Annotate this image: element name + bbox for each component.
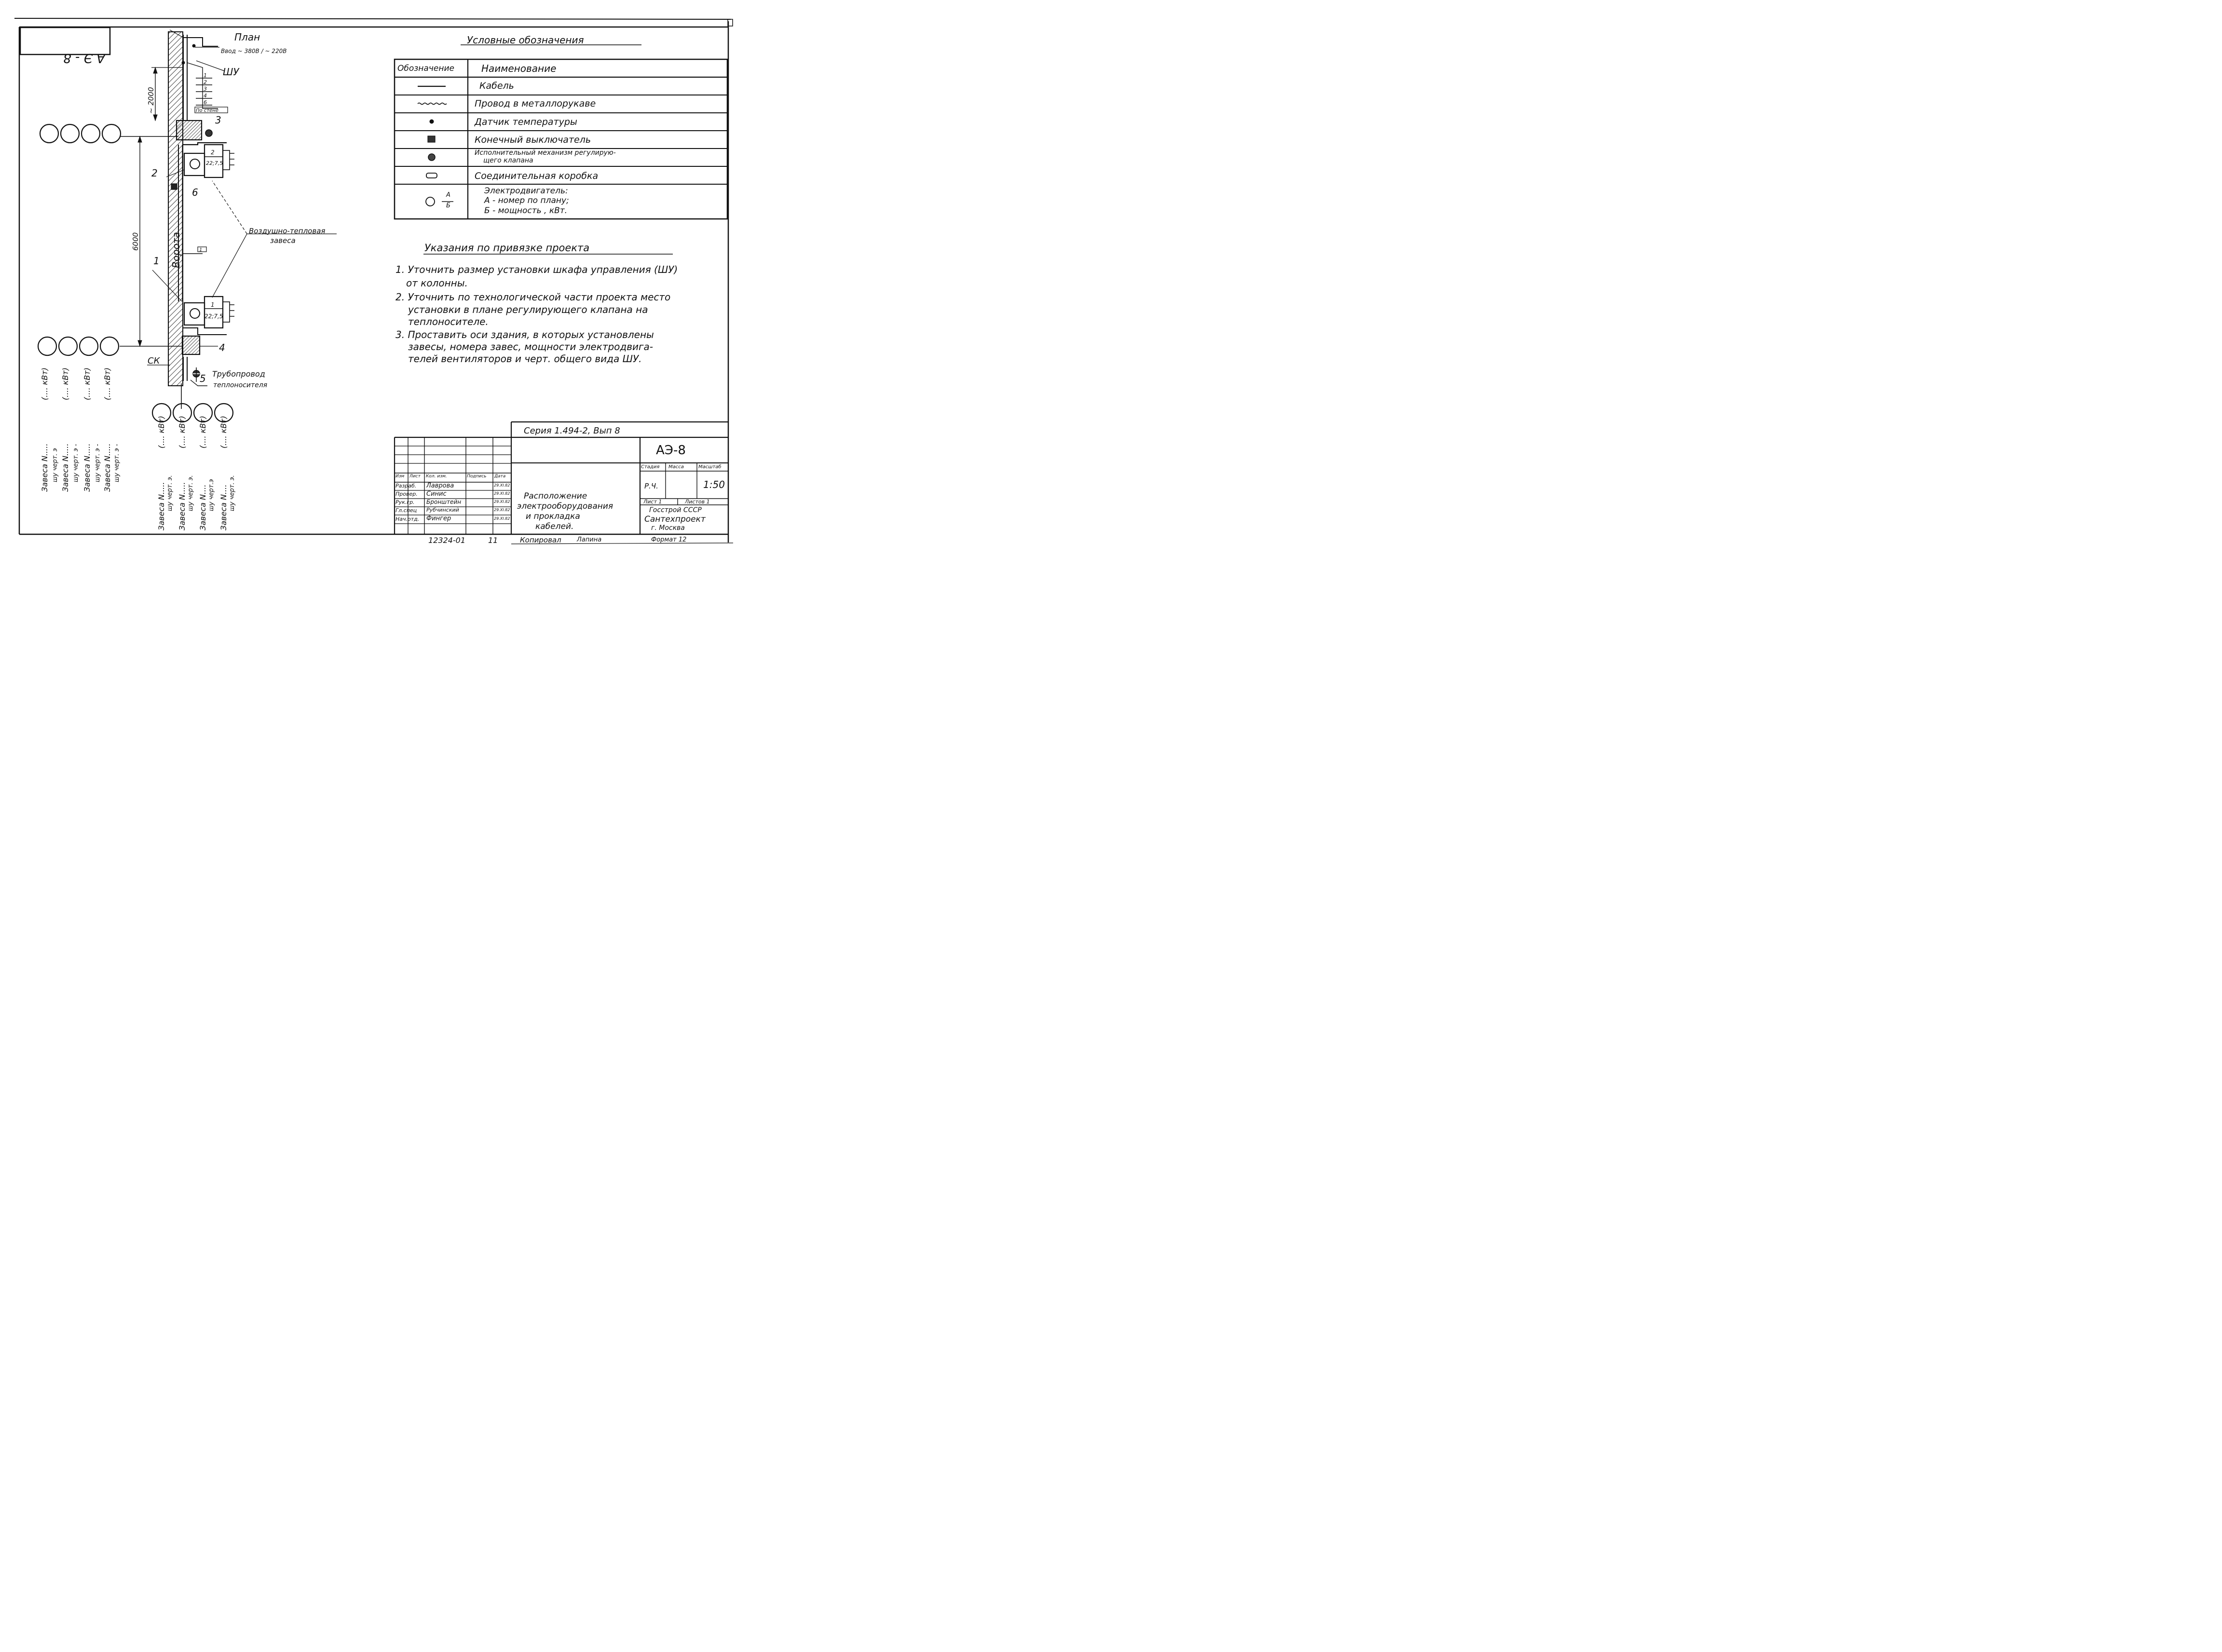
svg-text:6: 6 — [204, 99, 207, 106]
svg-text:22;7,5: 22;7,5 — [206, 160, 223, 166]
svg-text:шу черт. э -: шу черт. э - — [72, 444, 80, 482]
temperature-sensor-icon — [429, 119, 434, 124]
svg-text:шу черт. э.: шу черт. э. — [187, 475, 194, 511]
svg-text:Завеса N.....: Завеса N..... — [40, 444, 49, 492]
svg-text:Завеса N.....: Завеса N..... — [177, 482, 187, 530]
svg-text:шу черт. э.: шу черт. э. — [166, 475, 174, 511]
svg-text:шу черт. э -: шу черт. э - — [94, 444, 101, 482]
svg-text:шу черт. э.: шу черт. э. — [229, 475, 236, 511]
legend-title: Условные обозначения — [467, 34, 584, 46]
actuator-icon — [428, 153, 436, 161]
motor-frac-bottom: Б — [446, 202, 450, 209]
legend-table-grid — [394, 44, 728, 220]
svg-text:1: 1 — [204, 72, 207, 79]
bottom-motor-labels: Завеса N..... шу черт. э. (.... кВт) Зав… — [157, 416, 236, 530]
legend-symbols — [417, 85, 453, 206]
input-label: Ввод ~ 380В / ~ 220В — [221, 48, 286, 54]
drawing-code: АЭ-8 — [656, 443, 686, 458]
svg-text:2: 2 — [204, 79, 207, 85]
bottom-motors — [151, 403, 234, 423]
stamp-text: А Э - 8 — [63, 51, 106, 65]
left-motor-labels: Завеса N..... шу черт. э (.... кВт) Заве… — [40, 367, 121, 492]
dim-6000: 6000 — [131, 232, 140, 251]
curtain-label: Воздушно-тепловая — [249, 227, 325, 235]
plan-title: План — [234, 31, 260, 43]
svg-text:Завеса N....: Завеса N.... — [198, 485, 207, 530]
svg-text:Завеса N.....: Завеса N..... — [82, 444, 92, 492]
svg-text:(.... кВт): (.... кВт) — [103, 367, 112, 400]
drawing-name-1: Расположение — [524, 491, 587, 501]
junction-box-icon — [426, 173, 437, 178]
legend-row-actuator: Исполнительный механизм регулирую- — [475, 149, 616, 157]
svg-text:Завеса N.....: Завеса N..... — [103, 444, 112, 492]
legend-row-switch: Конечный выключатель — [475, 135, 591, 145]
callout-1: 1 — [153, 255, 160, 267]
plan-drawing — [120, 29, 337, 409]
sheet-frame — [14, 18, 734, 544]
svg-text:(.... кВт): (.... кВт) — [219, 416, 228, 448]
callout-5: 5 — [200, 373, 206, 384]
svg-text:1: 1 — [211, 301, 215, 308]
svg-text:завеса: завеса — [270, 236, 296, 245]
panel-label: ШУ — [223, 66, 240, 78]
svg-text:(.... кВт): (.... кВт) — [157, 416, 166, 448]
stage-value: Р.Ч. — [644, 482, 658, 490]
scale-value: 1:50 — [703, 479, 725, 490]
instructions-title: Указания по привязке проекта — [424, 242, 590, 254]
instruction-line-3: 3. Проставить оси здания, в которых уста… — [395, 329, 654, 340]
legend-row-junction: Соединительная коробка — [475, 171, 599, 181]
legend-row-cable: Кабель — [479, 81, 514, 91]
limit-switch-icon — [427, 135, 436, 143]
callout-4: 4 — [219, 342, 225, 353]
left-motors-bottom — [37, 336, 120, 356]
series-label: Серия 1.494-2, Вып 8 — [524, 426, 620, 436]
svg-text:(.... кВт): (.... кВт) — [40, 367, 49, 400]
org-2: Сантехпроект — [644, 515, 706, 524]
svg-text:Завеса N....: Завеса N.... — [219, 485, 228, 530]
pipeline-label: Трубопровод — [212, 369, 265, 379]
svg-text:(.... кВт): (.... кВт) — [198, 416, 207, 448]
org-1: Госстрой СССР — [649, 506, 702, 514]
motor-frac-top: А — [446, 191, 450, 199]
svg-text:22;7,5: 22;7,5 — [204, 313, 223, 320]
svg-text:шу черт.э: шу черт.э — [208, 479, 215, 512]
wavy-line-icon — [417, 102, 447, 105]
svg-text:теплоносителя: теплоносителя — [213, 381, 267, 389]
callout-3: 3 — [215, 114, 221, 126]
svg-text:2: 2 — [211, 149, 215, 156]
svg-text:1: 1 — [199, 247, 202, 253]
callout-6: 6 — [192, 187, 198, 198]
svg-text:шу черт. э -: шу черт. э - — [113, 444, 121, 482]
callout-2: 2 — [151, 167, 158, 179]
column-mark: СК — [148, 356, 161, 366]
stamp-box — [19, 27, 111, 55]
along-wall-label: По стене — [196, 108, 218, 113]
svg-text:шу черт. э: шу черт. э — [52, 448, 59, 482]
doc-number: 12324-01 — [428, 536, 466, 545]
left-motors-top — [39, 123, 122, 144]
org-3: г. Москва — [651, 524, 685, 532]
instruction-line-1: 1. Уточнить размер установки шкафа управ… — [395, 264, 678, 275]
legend-col-symbol: Обозначение — [397, 64, 454, 73]
dim-2000: ~ 2000 — [147, 87, 155, 114]
format-label: Формат 12 — [651, 536, 687, 543]
drawing-sheet: План Ввод ~ 380В / ~ 220В ШУ 1 2 3 4 6 П… — [14, 18, 734, 544]
gate-label: Ворота — [170, 232, 182, 268]
copied-label: Копировал — [520, 536, 561, 544]
legend-row-wire: Провод в металлорукаве — [475, 98, 596, 109]
svg-text:4: 4 — [204, 93, 207, 99]
plan-labels: План Ввод ~ 380В / ~ 220В ШУ 1 2 3 4 6 П… — [63, 31, 325, 389]
svg-text:(.... кВт): (.... кВт) — [82, 367, 92, 400]
legend-row-motor: Электродвигатель: — [484, 186, 568, 196]
legend-col-name: Наименование — [481, 63, 557, 74]
svg-text:(.... кВт): (.... кВт) — [61, 367, 70, 400]
svg-text:3: 3 — [204, 86, 207, 92]
svg-text:(.... кВт): (.... кВт) — [177, 416, 187, 448]
svg-text:Завеса N.....: Завеса N..... — [157, 482, 166, 530]
title-block-grid — [394, 421, 728, 534]
motor-icon — [425, 197, 435, 206]
legend-row-sensor: Датчик температуры — [475, 117, 577, 127]
instruction-line-2: 2. Уточнить по технологической части про… — [395, 291, 671, 303]
svg-text:Завеса N.....: Завеса N..... — [61, 444, 70, 492]
